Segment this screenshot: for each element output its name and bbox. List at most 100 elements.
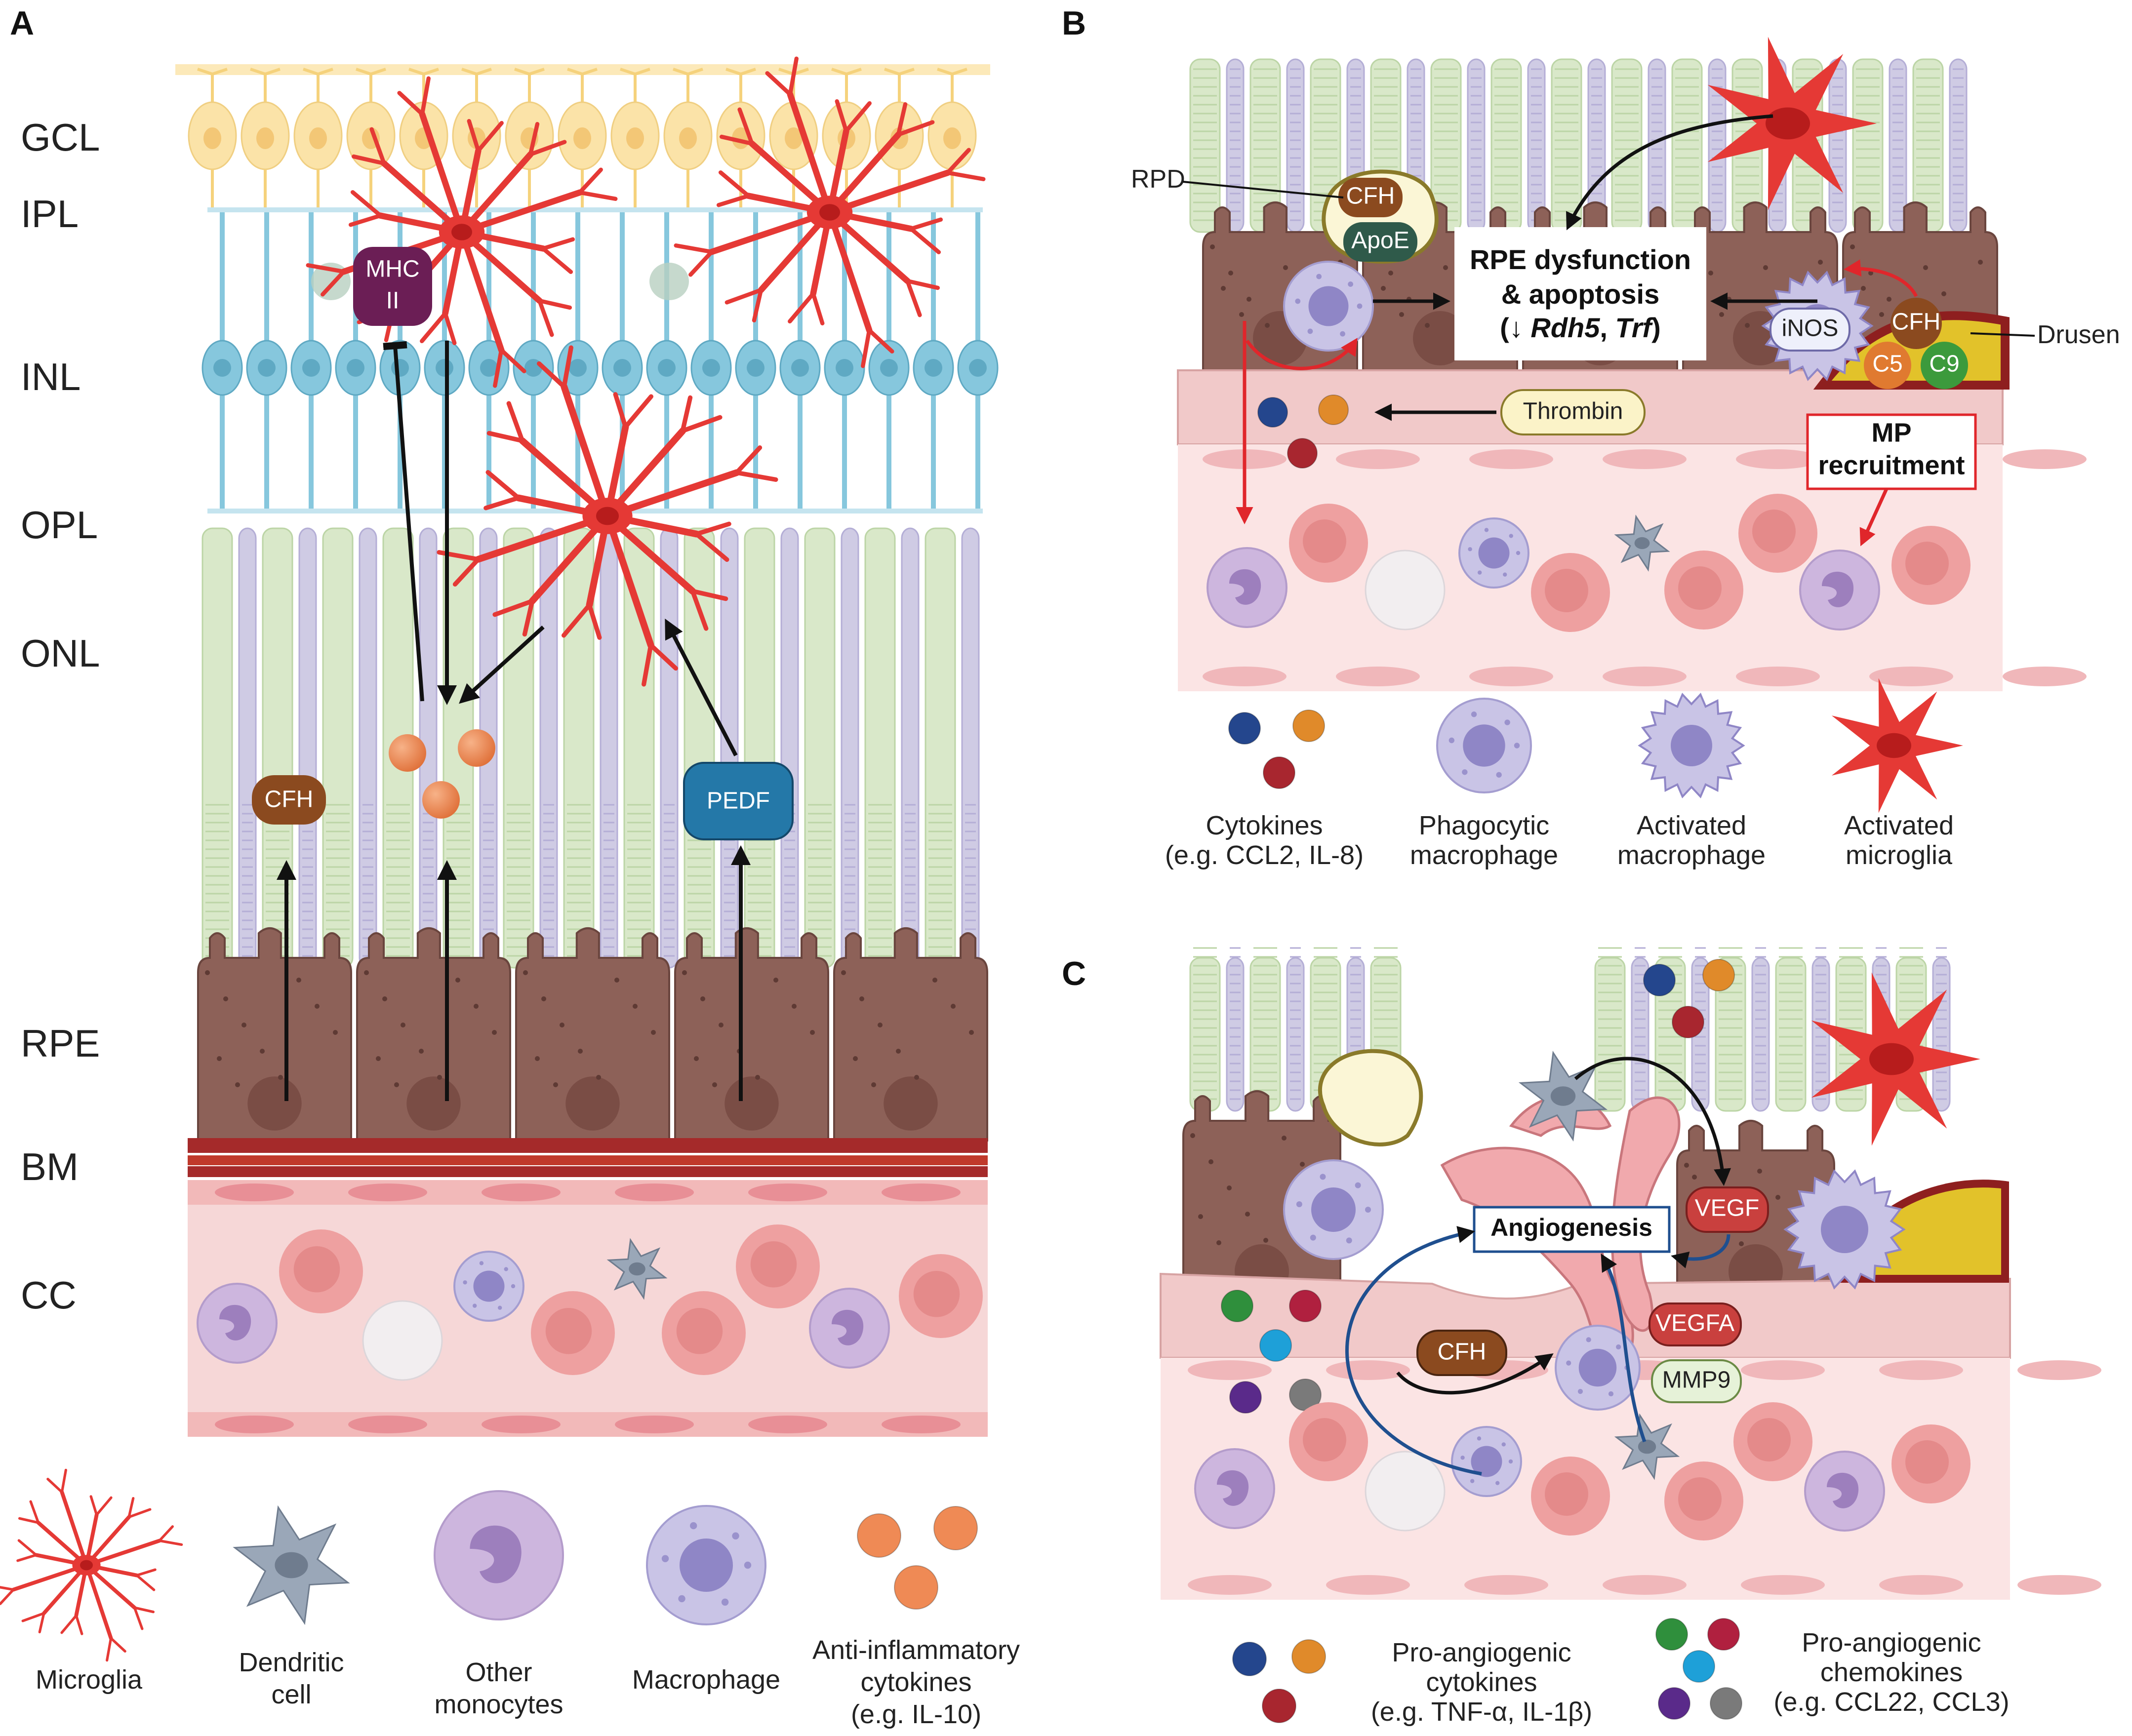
macrophage-granule [1448, 737, 1455, 744]
rpd-label: RPD [1131, 165, 1185, 194]
dendritic-cc-a [606, 1238, 668, 1300]
rpe-granule [437, 1075, 442, 1080]
ganglion-nucleus [679, 127, 697, 149]
microglia-branch [321, 269, 346, 297]
rpe-layer [197, 927, 988, 1142]
microglia-branch [613, 392, 628, 430]
macrophage-granule [1616, 1344, 1621, 1350]
macrophage-granule [1516, 551, 1521, 555]
microglia-branch [688, 249, 714, 277]
rpe-granule [217, 1056, 222, 1061]
microglia-branch [75, 1614, 83, 1635]
rpe-granule [1757, 1169, 1762, 1174]
macrophage-granule [1477, 570, 1482, 575]
rpe-granule [394, 1082, 399, 1087]
microglia-branch [905, 278, 940, 290]
cfh-label-c: CFH [1438, 1339, 1487, 1365]
rbc-c [1531, 1457, 1610, 1536]
wbc-body [1365, 550, 1446, 631]
microglia-branch [694, 521, 731, 537]
microglia-process [561, 383, 611, 519]
microglia-branch [861, 328, 872, 368]
macrophage-c [1555, 1325, 1641, 1411]
endothelial-cell [748, 1184, 827, 1201]
vegfa-label: VEGFA [1655, 1310, 1734, 1337]
microglia-branch [811, 291, 825, 326]
macrophage-nucleus [1308, 286, 1349, 326]
ganglion-dendrite [197, 68, 228, 104]
rbc-inner [1678, 566, 1722, 610]
activated-macrophage-nucleus [1821, 1206, 1868, 1253]
cone-cell [1671, 58, 1703, 233]
cone-cell [1775, 957, 1807, 1112]
phagocytic-macrophage-c [1283, 1159, 1384, 1260]
rpe-granule [1684, 1163, 1689, 1168]
rpe-cell [674, 927, 829, 1142]
rpe-granule [455, 978, 460, 983]
rpe-granule [1763, 265, 1768, 270]
legend-a-monocytes-2: monocytes [434, 1690, 563, 1719]
cfh-drusen-label: CFH [1892, 309, 1941, 335]
rpe-granule [1282, 1136, 1287, 1141]
rpe-granule [914, 1075, 919, 1080]
microglia-branch [716, 194, 751, 207]
rpe-dysfunction-box: RPE dysfunction & apoptosis (↓ Rdh5, Trf… [1454, 227, 1706, 360]
endothelial-cell [748, 1416, 827, 1433]
legend-c-chemokine-icon [1683, 1650, 1715, 1683]
amacrine-cell [649, 263, 689, 300]
gcl-layer [175, 64, 990, 207]
pedf-box: PEDF [683, 762, 794, 840]
bipolar-nucleus [347, 359, 364, 377]
microglia-branch [158, 1525, 174, 1542]
bipolar-nucleus [613, 359, 631, 377]
rbc-inner [913, 1271, 960, 1317]
dendritic-nucleus [1634, 537, 1650, 550]
macrophage-granule [1509, 534, 1513, 538]
legend-c-chemokines-1: Pro-angiogenic [1802, 1628, 1981, 1657]
macrophage-nucleus [1463, 724, 1505, 767]
microglia-opl [437, 345, 778, 687]
macrophage-granule [479, 1261, 484, 1265]
ganglion-dendrite [620, 68, 650, 104]
macrophage-cc-a [453, 1251, 524, 1322]
bipolar-nucleus [925, 359, 942, 377]
ganglion-nucleus [256, 127, 274, 149]
ganglion-dendrite [937, 68, 967, 104]
microglia-nucleus [451, 224, 472, 240]
monocyte-nucleus [1229, 569, 1261, 605]
macrophage-nucleus [680, 1539, 733, 1592]
microglia-branch [694, 531, 729, 562]
cytokine-c [1643, 964, 1676, 996]
legend-b: Cytokines (e.g. CCL2, IL-8) Phagocytic m… [1165, 678, 1963, 870]
rod-cell [1708, 58, 1727, 233]
endothelial-cell [1879, 1360, 1963, 1380]
rpe-granule [1850, 244, 1855, 249]
microglia-branch [623, 394, 654, 430]
microglia-ipl-2 [674, 56, 986, 368]
bipolar-nucleus [702, 359, 720, 377]
legend-c-cytokine-icon [1291, 1639, 1326, 1674]
rod-cell [1949, 58, 1968, 233]
microglia-ipl-1 [306, 76, 618, 388]
microglia-branch [38, 1612, 45, 1634]
macrophage-granule [1355, 1182, 1361, 1188]
legend-phagocytic-macrophage-icon [1436, 698, 1532, 793]
rpe-row-a [197, 927, 988, 1142]
rpe-granule [1739, 1241, 1744, 1246]
macrophage-granule [1346, 1237, 1352, 1244]
rpe-granule [560, 1023, 564, 1027]
legend-b-phagocytic-2: macrophage [1410, 840, 1558, 870]
microglia-branch [486, 431, 525, 443]
ganglion-nucleus [785, 127, 803, 149]
legend-b-activated-microglia-1: Activated [1844, 811, 1954, 840]
legend-b-cytokine-icon [1292, 710, 1325, 742]
microglia-branch [561, 602, 592, 638]
panel-a: A [0, 4, 1020, 1729]
panel-b-letter: B [1062, 4, 1086, 42]
microglia-branch [765, 71, 793, 97]
microglia-branch [133, 1606, 144, 1630]
macrophage-granule [1310, 1234, 1316, 1241]
rpe-granule [364, 970, 369, 975]
endothelial-cell [1188, 1575, 1272, 1595]
macrophage-granule [744, 1561, 752, 1569]
